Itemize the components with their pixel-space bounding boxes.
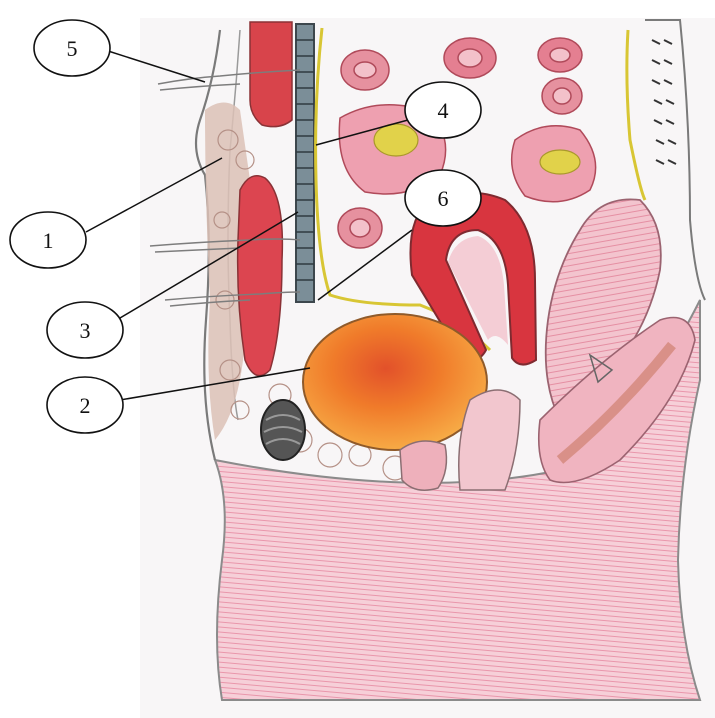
svg-text:5: 5 [67,36,78,61]
callout-2: 2 [47,377,123,433]
yellow-center-left [374,124,418,156]
svg-text:2: 2 [80,393,91,418]
dark-gray-structure [261,400,305,460]
svg-text:1: 1 [43,228,54,253]
svg-text:6: 6 [438,186,449,211]
upper-red-vessel [250,22,292,127]
callout-3: 3 [47,302,123,358]
orange-mass [303,314,487,450]
spinal-column [296,24,314,302]
yellow-center-right [540,150,580,174]
callout-5: 5 [34,20,110,76]
base-organ-middle [400,441,446,490]
lower-red-vessel [238,176,283,376]
svg-text:3: 3 [80,318,91,343]
callout-1: 1 [10,212,86,268]
callout-6: 6 [405,170,481,226]
callout-4: 4 [405,82,481,138]
svg-text:4: 4 [438,98,449,123]
